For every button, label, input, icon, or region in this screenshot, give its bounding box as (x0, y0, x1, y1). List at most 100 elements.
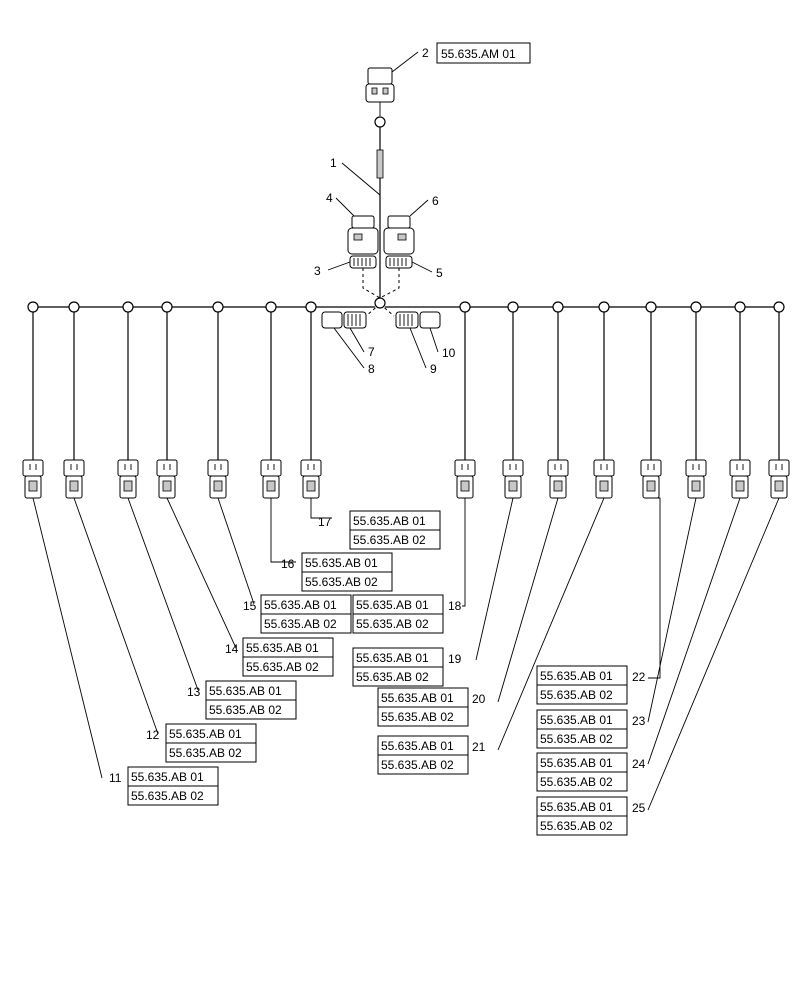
bus-node (122, 301, 134, 313)
leader-line (73, 497, 159, 735)
ref-code: 55.635.AB 01 (381, 739, 454, 753)
plug-connector-icon (63, 459, 85, 499)
ref-code: 55.635.AB 01 (246, 641, 319, 655)
leader-line (127, 497, 199, 691)
connector-9-10-icon (395, 311, 441, 329)
callout-number: 11 (109, 771, 122, 785)
ref-code: 55.635.AB 02 (305, 575, 378, 589)
callout-number: 20 (472, 692, 486, 706)
callout-number: 17 (318, 515, 332, 529)
ref-code: 55.635.AB 01 (169, 727, 242, 741)
plug-connector-icon (593, 459, 615, 499)
leader-line (648, 497, 661, 679)
ref-code: 55.635.AB 01 (540, 756, 613, 770)
plug-connector-icon (207, 459, 229, 499)
ref-code: 55.635.AB 01 (356, 598, 429, 612)
ref-code: 55.635.AB 02 (540, 688, 613, 702)
callout-9: 9 (430, 362, 437, 376)
ref-code: 55.635.AB 02 (381, 710, 454, 724)
reference-labels: 55.635.AB 01 55.635.AB 02 17 55.635.AB 01 55… (32, 497, 780, 836)
connector-6-icon (383, 215, 415, 255)
callout-8: 8 (368, 362, 375, 376)
callout-number: 13 (187, 685, 201, 699)
ref-code: 55.635.AB 02 (356, 670, 429, 684)
callout-2: 2 (422, 46, 429, 60)
ref-code: 55.635.AB 01 (353, 514, 426, 528)
connector-3-icon (349, 255, 377, 269)
callout-number: 23 (632, 714, 646, 728)
plug-connector-icon (454, 459, 476, 499)
leader-line (497, 497, 559, 703)
callout-number: 15 (243, 599, 257, 613)
bus-node (161, 301, 173, 313)
bus-node (265, 301, 277, 313)
callout-number: 12 (146, 728, 160, 742)
leader-line (647, 497, 697, 723)
bus-node (734, 301, 746, 313)
callout-number: 19 (448, 652, 462, 666)
ref-label-group: 55.635.AB 01 55.635.AB 02 (242, 637, 334, 677)
ref-code: 55.635.AB 01 (305, 556, 378, 570)
ref-label-group: 55.635.AB 01 55.635.AB 02 (377, 735, 469, 775)
ref-code: 55.635.AB 01 (131, 770, 204, 784)
bus-node (645, 301, 657, 313)
plug-connector-icon (502, 459, 524, 499)
leader-line (647, 497, 780, 811)
connector-7-8-icon (321, 311, 367, 329)
leader-line (217, 497, 255, 605)
leader-line (310, 498, 332, 519)
ref-code: 55.635.AB 02 (131, 789, 204, 803)
plug-connector-icon (22, 459, 44, 499)
plug-connector-icon (117, 459, 139, 499)
callout-7: 7 (368, 345, 375, 359)
callout-number: 14 (225, 642, 239, 656)
ref-code: 55.635.AB 02 (540, 732, 613, 746)
bus-node (690, 301, 702, 313)
ref-code: 55.635.AB 01 (540, 800, 613, 814)
ref-label-group: 55.635.AB 01 55.635.AB 02 (352, 594, 444, 634)
drop-wires (22, 301, 790, 499)
ref-code: 55.635.AB 02 (209, 703, 282, 717)
ref-code: 55.635.AB 02 (540, 775, 613, 789)
ref-label-group: 55.635.AB 01 55.635.AB 02 (301, 552, 393, 592)
bus-node (68, 301, 80, 313)
leader-line (475, 497, 514, 661)
plug-connector-icon (547, 459, 569, 499)
bus-node (212, 301, 224, 313)
callout-3: 3 (314, 264, 321, 278)
ref-label-group: 55.635.AB 01 55.635.AB 02 (127, 766, 219, 806)
leader-line (270, 498, 296, 563)
callout-number: 16 (281, 557, 295, 571)
callout-number: 22 (632, 670, 646, 684)
ref-code: 55.635.AB 02 (356, 617, 429, 631)
leader-line (166, 497, 237, 649)
top-connector-ref: 55.635.AM 01 (441, 47, 516, 61)
plug-connector-icon (156, 459, 178, 499)
bus-node (27, 301, 39, 313)
connector-5-icon (385, 255, 413, 269)
top-connector-icon (365, 67, 395, 116)
connector-4-icon (347, 215, 379, 255)
ref-code: 55.635.AB 02 (246, 660, 319, 674)
ref-code: 55.635.AB 01 (264, 598, 337, 612)
bus-node (459, 301, 471, 313)
plug-connector-icon (768, 459, 790, 499)
plug-connector-icon (729, 459, 751, 499)
leader-line (647, 497, 741, 765)
callout-4: 4 (326, 191, 333, 205)
plug-connector-icon (685, 459, 707, 499)
ref-code: 55.635.AB 02 (381, 758, 454, 772)
callout-number: 24 (632, 757, 646, 771)
ref-label-group: 55.635.AB 01 55.635.AB 02 (536, 752, 628, 792)
leader-line (462, 498, 466, 607)
ref-code: 55.635.AB 02 (540, 819, 613, 833)
